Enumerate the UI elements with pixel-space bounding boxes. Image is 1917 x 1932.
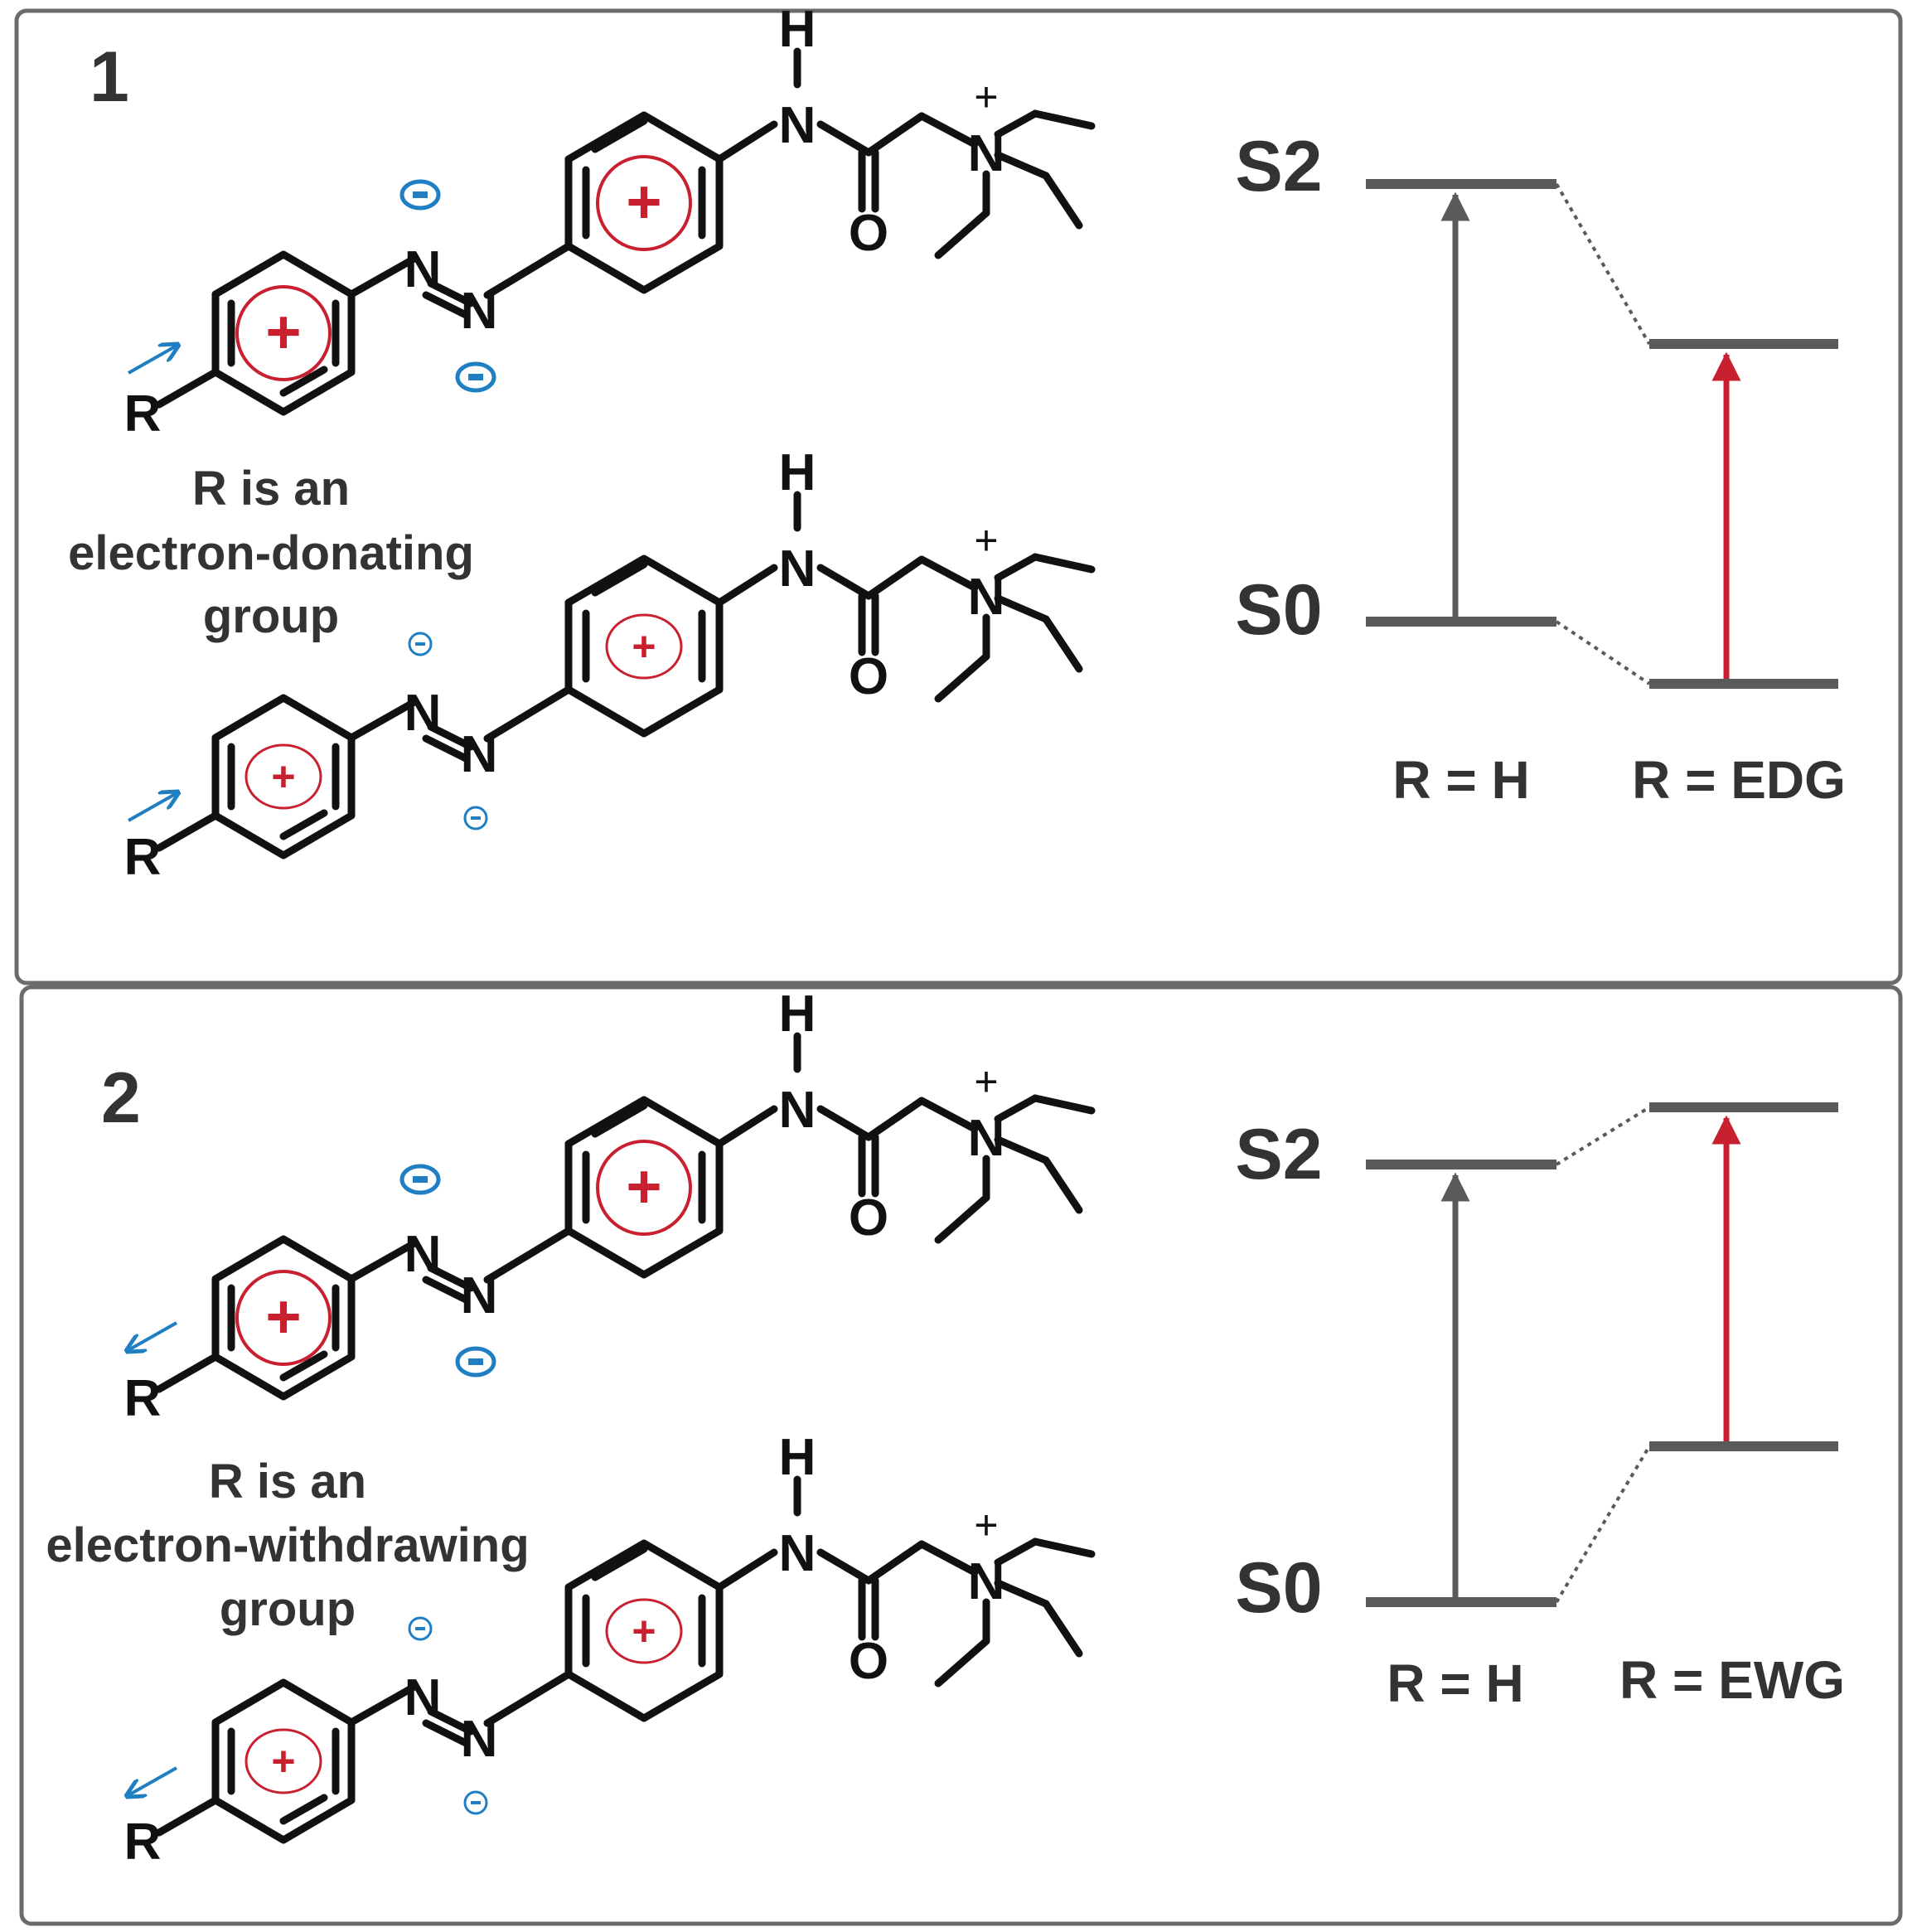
panel-1-frame xyxy=(14,8,1903,985)
column-label-substituted: R = EDG xyxy=(1632,750,1846,810)
column-label-substituted: R = EWG xyxy=(1619,1650,1845,1710)
caption-line: R is an xyxy=(209,1455,366,1508)
energy-diagram-2: S2 S0 R = H R = EWG xyxy=(1235,1102,1845,1713)
molecule-2a xyxy=(124,985,1092,1427)
caption-line: group xyxy=(220,1582,356,1636)
energy-diagram-1: S2 S0 R = H R = EDG xyxy=(1235,127,1846,810)
panel-number: 2 xyxy=(101,1058,141,1138)
state-label-s2: S2 xyxy=(1235,127,1322,206)
column-label-reference: R = H xyxy=(1392,750,1529,810)
panel-2-frame xyxy=(19,985,1903,1926)
withdrawing-arrow xyxy=(127,1766,177,1796)
donating-arrow xyxy=(128,345,178,375)
panel-number: 1 xyxy=(90,37,129,117)
column-label-reference: R = H xyxy=(1387,1654,1523,1713)
molecule-1a xyxy=(124,1,1092,443)
caption-line: R is an xyxy=(192,462,350,516)
caption-line: group xyxy=(203,589,339,643)
caption-line: electron-withdrawing xyxy=(46,1518,529,1572)
state-label-s2: S2 xyxy=(1235,1115,1322,1194)
caption-line: electron-donating xyxy=(68,526,474,580)
withdrawing-arrow xyxy=(127,1321,177,1351)
state-label-s0: S0 xyxy=(1235,570,1322,650)
state-label-s0: S0 xyxy=(1235,1548,1322,1628)
donating-arrow xyxy=(128,792,178,822)
